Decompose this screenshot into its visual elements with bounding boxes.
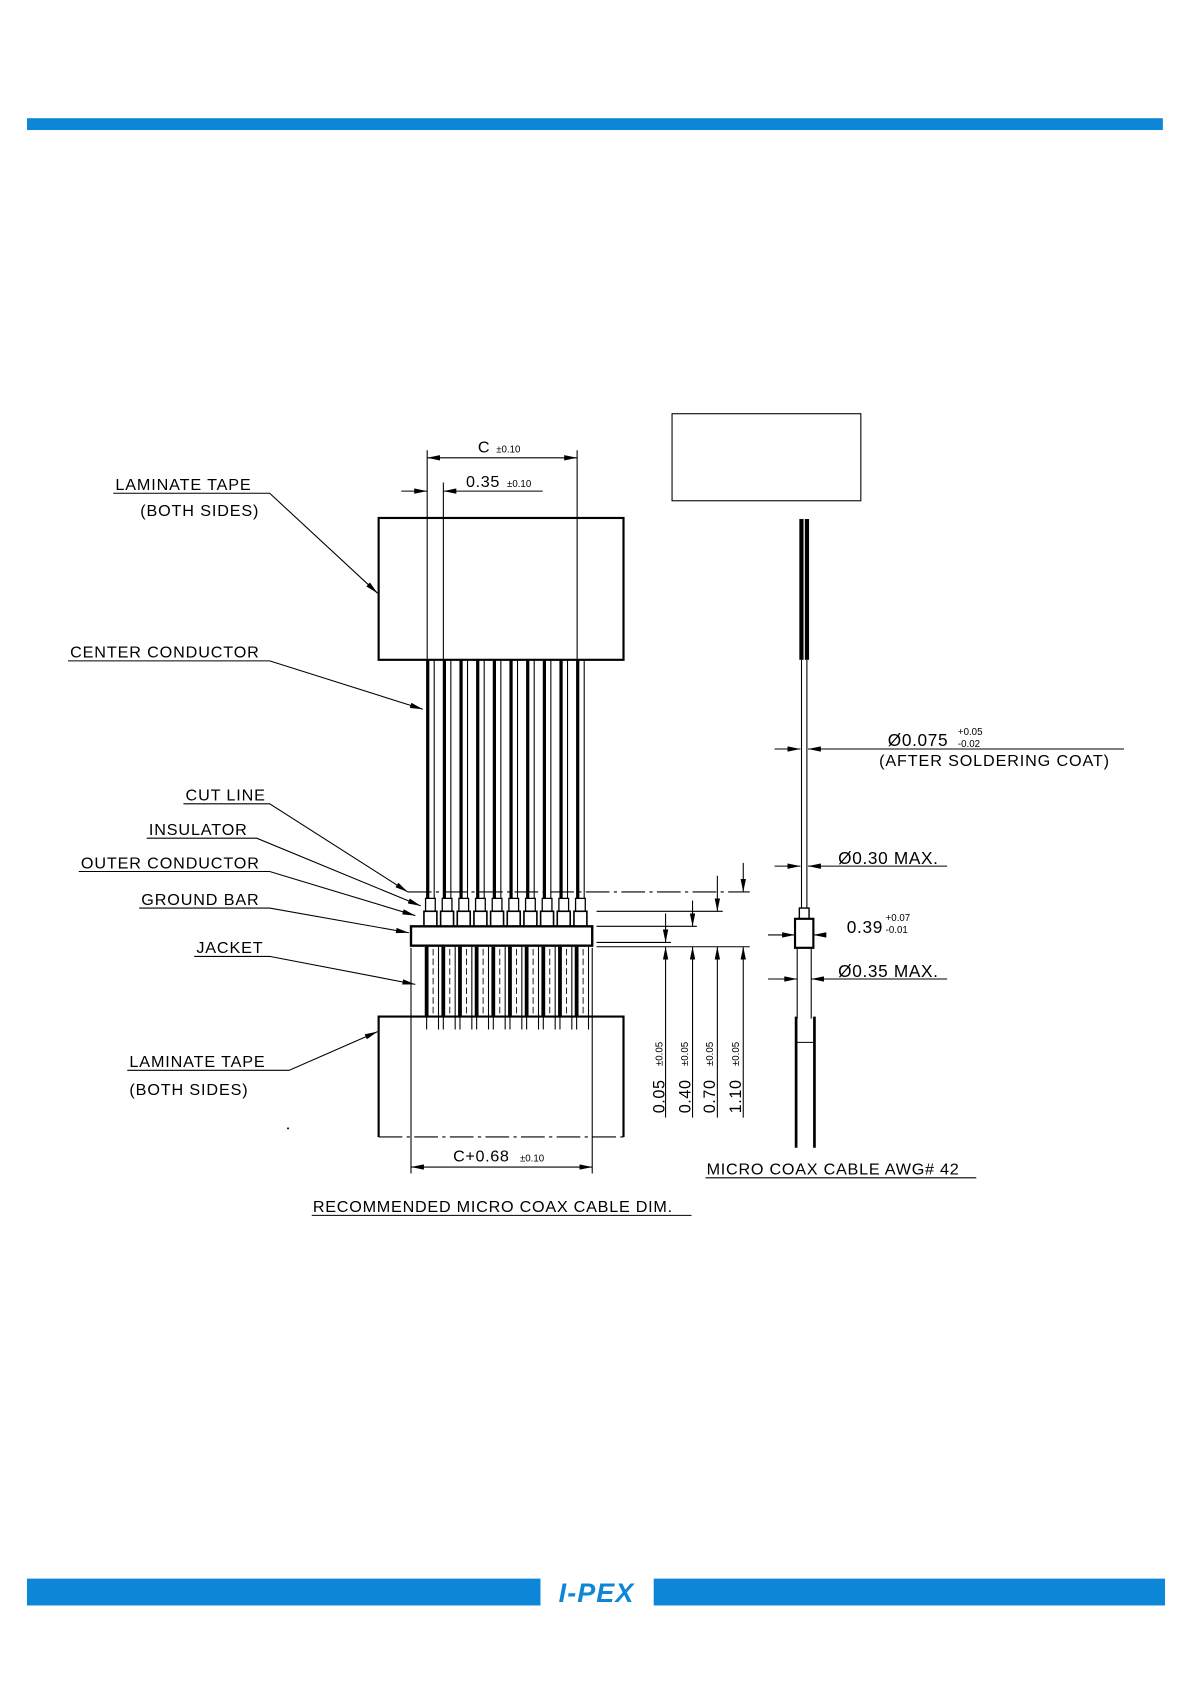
dim-strip-b-tolerance: ±0.05 xyxy=(680,1042,691,1066)
footer-bar-right xyxy=(653,1578,1166,1606)
dim-overall-width-value: C+0.68 xyxy=(453,1148,509,1166)
coax-wire-array xyxy=(423,659,590,1030)
dim-conductor-dia-note: (AFTER SOLDERING COAT) xyxy=(879,752,1110,770)
laminate-tape-top xyxy=(377,516,625,661)
label-laminate-tape-top: LAMINATE TAPE xyxy=(115,476,251,494)
dim-strip-a-value: 0.05 xyxy=(650,1079,668,1113)
outer-conductor xyxy=(473,910,488,928)
leader-ground-bar xyxy=(139,907,409,934)
insulator xyxy=(558,897,570,912)
outer-conductor xyxy=(539,910,555,928)
dim-conductor-dia-tol-minus: -0.02 xyxy=(958,739,980,750)
dim-pitch-value: 0.35 xyxy=(466,473,500,491)
label-both-sides-bottom: (BOTH SIDES) xyxy=(129,1081,248,1099)
dim-strip-d-value: 1.10 xyxy=(727,1079,745,1113)
label-both-sides-top: (BOTH SIDES) xyxy=(140,502,259,520)
insulator xyxy=(541,897,553,912)
dim-ground-bar-tol-plus: +0.07 xyxy=(886,913,911,924)
ground-bar xyxy=(409,925,594,947)
dim-pitch-span-value: C xyxy=(478,438,490,456)
dim-jacket-dia-value: Ø0.35 MAX. xyxy=(838,961,938,981)
header-bar xyxy=(26,118,1163,131)
label-insulator: INSULATOR xyxy=(149,821,248,839)
insulator xyxy=(441,897,453,912)
dim-ground-bar-tol-minus: -0.01 xyxy=(886,925,908,936)
side-insulator xyxy=(798,907,810,920)
dim-overall-width-tolerance: ±0.10 xyxy=(520,1154,545,1165)
footer-bar-left xyxy=(26,1578,541,1606)
insulator xyxy=(574,897,586,912)
label-ground-bar: GROUND BAR xyxy=(141,891,259,909)
dim-ground-bar-value: 0.39 xyxy=(847,917,883,937)
dim-pitch-tolerance: ±0.10 xyxy=(507,479,532,490)
outer-conductor xyxy=(439,910,455,928)
leader-laminate-tape-top xyxy=(113,492,378,594)
label-jacket: JACKET xyxy=(196,939,263,957)
insulator xyxy=(424,897,436,912)
outer-conductor xyxy=(456,910,472,928)
side-ground-bar xyxy=(793,917,815,949)
dim-strip-c-value: 0.70 xyxy=(701,1079,719,1113)
label-center-conductor: CENTER CONDUCTOR xyxy=(70,644,260,662)
dim-insulator-dia-value: Ø0.30 MAX. xyxy=(838,848,938,868)
outer-conductor xyxy=(506,910,522,928)
leader-cut-line xyxy=(183,803,409,893)
leader-insulator xyxy=(146,837,421,907)
outer-conductor xyxy=(523,910,538,928)
front-view: C ±0.10 0.35 ±0.10 C+0.68 ±0.10 0.05 ±0.… xyxy=(67,438,750,1216)
insulator xyxy=(458,897,470,912)
leader-laminate-tape-bottom xyxy=(127,1031,378,1071)
outer-conductor xyxy=(489,910,505,928)
side-view-caption: MICRO COAX CABLE AWG# 42 xyxy=(707,1161,960,1179)
dim-conductor-dia-value: Ø0.075 xyxy=(888,730,948,750)
dim-strip-c-tolerance: ±0.05 xyxy=(705,1042,716,1066)
leader-jacket xyxy=(194,955,416,985)
laminate-tape-bottom xyxy=(377,1015,625,1137)
insulator xyxy=(508,897,520,912)
insulator xyxy=(474,897,486,912)
outer-conductor xyxy=(556,910,572,928)
dim-strip-d-tolerance: ±0.05 xyxy=(731,1042,742,1066)
dim-pitch-span-tolerance: ±0.10 xyxy=(496,444,521,455)
dim-conductor-dia-tol-plus: +0.05 xyxy=(958,727,983,738)
leader-outer-conductor xyxy=(78,870,416,917)
front-view-caption: RECOMMENDED MICRO COAX CABLE DIM. xyxy=(313,1198,673,1216)
outer-conductor xyxy=(423,910,438,928)
outer-conductor xyxy=(573,910,588,928)
empty-note-box xyxy=(671,413,862,502)
dim-strip-a-tolerance: ±0.05 xyxy=(654,1042,665,1066)
insulator xyxy=(524,897,536,912)
label-outer-conductor: OUTER CONDUCTOR xyxy=(81,854,260,872)
stray-mark xyxy=(287,1127,289,1130)
label-cut-line: CUT LINE xyxy=(186,787,266,805)
leader-center-conductor xyxy=(67,660,424,710)
dim-strip-b-value: 0.40 xyxy=(676,1079,694,1113)
side-view: Ø0.075 +0.05 -0.02 (AFTER SOLDERING COAT… xyxy=(705,519,1125,1179)
label-laminate-tape-bottom: LAMINATE TAPE xyxy=(129,1053,265,1071)
ipex-logo: I-PEX xyxy=(559,1578,636,1608)
insulator xyxy=(491,897,503,912)
